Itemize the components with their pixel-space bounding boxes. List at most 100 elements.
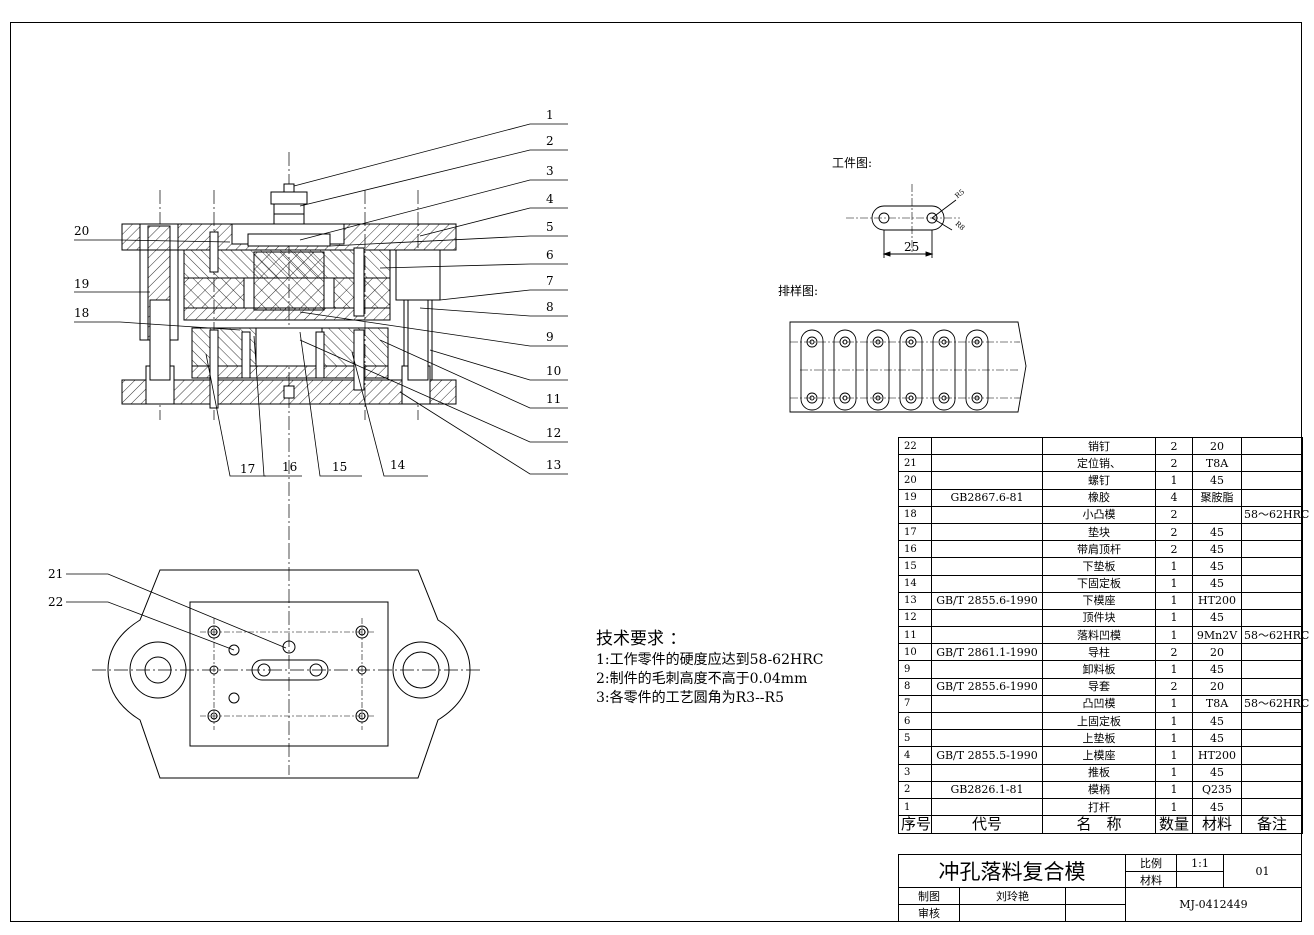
bom-cell-note [1241,557,1303,576]
bom-cell-note [1241,540,1303,559]
bom-cell-name: 下垫板 [1042,557,1156,576]
tech-item-1: 1:工作零件的硬度应达到58-62HRC [596,652,824,668]
workpiece-drawing [846,184,960,258]
bom-cell-name: 螺钉 [1042,471,1156,490]
bom-cell-note [1241,471,1303,490]
strip-hole-center [809,395,815,401]
bom-cell-material: 45 [1192,729,1242,748]
bom-cell-qty: 1 [1155,729,1193,748]
bom-cell-note [1241,643,1303,662]
bom-cell-material: 45 [1192,660,1242,679]
bom-cell-qty: 1 [1155,763,1193,782]
bom-cell-material: HT200 [1192,746,1242,765]
bom-cell-code: GB2867.6-81 [931,488,1043,507]
bom-cell-code [931,660,1043,679]
bom-header-material: 材料 [1192,815,1242,835]
bom-cell-material: 20 [1192,436,1242,456]
bom-cell-code [931,454,1043,473]
bom-cell-qty: 1 [1155,746,1193,765]
drawing-number: MJ-0412449 [1125,887,1302,922]
bom-cell-no: 11 [898,626,932,645]
bom-cell-qty: 1 [1155,574,1193,593]
bom-cell-code [931,711,1043,731]
bom-cell-qty: 2 [1155,643,1193,662]
bom-cell-code: GB2826.1-81 [931,780,1043,799]
bom-cell-qty: 1 [1155,797,1193,817]
callout-14: 14 [390,458,406,472]
strip-hole [971,392,983,404]
bom-cell-material: 聚胺脂 [1192,488,1242,507]
strip-hole-center [974,339,980,345]
bom-cell-material: 45 [1192,763,1242,782]
bom-cell-qty: 1 [1155,626,1193,645]
bom-cell-note [1241,763,1303,782]
strip-hole-center [941,395,947,401]
bom-cell-material: 9Mn2V [1192,626,1242,645]
drawn-date [1065,887,1126,905]
bom-cell-qty: 4 [1155,488,1193,507]
bom-cell-no: 10 [898,643,932,662]
bom-cell-material: 20 [1192,643,1242,662]
bom-cell-name: 橡胶 [1042,488,1156,507]
workpiece-label: 工件图: [832,156,873,170]
bom-header-note: 备注 [1241,815,1303,835]
bom-cell-code [931,540,1043,559]
bom-cell-qty: 1 [1155,591,1193,610]
tech-title: 技术要求 ： [596,629,687,649]
workpiece-dimension: 25 [904,240,920,254]
bom-cell-name: 模柄 [1042,780,1156,799]
plan-view [92,545,480,779]
bom-cell-no: 2 [898,780,932,799]
callout-13: 13 [546,458,562,472]
bom-cell-no: 15 [898,557,932,576]
bom-cell-code: GB/T 2855.5-1990 [931,746,1043,765]
bom-cell-code [931,729,1043,748]
bom-cell-code [931,505,1043,524]
bom-cell-no: 12 [898,608,932,628]
bom-cell-no: 5 [898,729,932,748]
sheet-number: 01 [1223,854,1302,888]
drawn-by: 刘玲艳 [959,887,1066,905]
bom-cell-name: 上垫板 [1042,729,1156,748]
bom-cell-name: 上固定板 [1042,711,1156,731]
bom-cell-qty: 2 [1155,454,1193,473]
tech-item-3: 3:各零件的工艺圆角为R3--R5 [596,690,784,706]
tech-item-2: 2:制件的毛刺高度不高于0.04mm [596,671,808,687]
callout-11: 11 [546,392,562,406]
bom-cell-code [931,608,1043,628]
bom-cell-code: GB/T 2855.6-1990 [931,677,1043,696]
strip-hole-center [842,339,848,345]
bom-cell-code [931,436,1043,456]
bom-cell-material: HT200 [1192,591,1242,610]
bom-cell-material: 45 [1192,522,1242,542]
bom-cell-note [1241,711,1303,731]
callout-8: 8 [546,300,554,314]
strip-slot [800,329,824,411]
callout-1: 1 [546,108,554,122]
bom-cell-code [931,574,1043,593]
checked-label: 审核 [898,904,960,922]
strip-slot [833,329,857,411]
bom-cell-note: 58～62HRC [1241,505,1309,524]
strip-hole-center [875,395,881,401]
bom-cell-name: 销钉 [1042,436,1156,456]
bom-cell-note [1241,574,1303,593]
bom-cell-name: 推板 [1042,763,1156,782]
bom-cell-no: 16 [898,540,932,559]
bom-cell-material: 45 [1192,608,1242,628]
strip-hole-center [908,395,914,401]
scale-label: 比例 [1125,854,1177,872]
strip-hole [938,336,950,348]
bom-header-no: 序号 [898,815,932,835]
bom-cell-material: 45 [1192,711,1242,731]
